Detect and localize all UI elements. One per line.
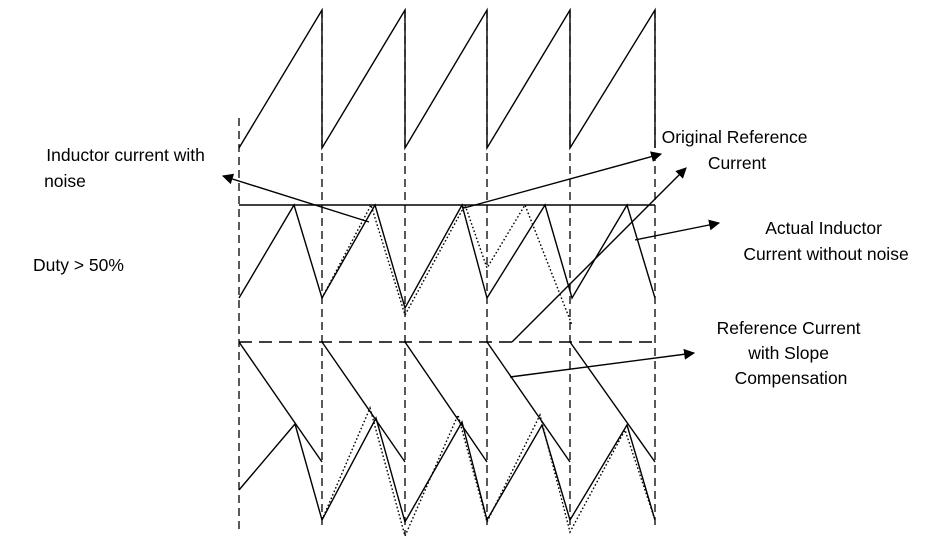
sawtooth-ramp	[238, 7, 656, 151]
label-slope-reference-line1: Reference Current	[717, 318, 861, 338]
inductor-current-clean	[238, 203, 656, 310]
label-slope-reference: Reference Current with Slope Compensatio…	[717, 318, 866, 388]
arrow-slope-reference-baseline	[511, 167, 687, 343]
label-inductor-noise: Inductor current with noise	[44, 145, 210, 191]
label-original-reference-line2: Current	[708, 153, 766, 173]
comp-ramp-3	[404, 341, 488, 463]
period-markers	[238, 10, 656, 535]
label-inductor-noise-line2: noise	[44, 171, 86, 191]
arrow-original-reference	[463, 151, 663, 209]
label-actual-inductor-line1: Actual Inductor	[765, 218, 882, 238]
slope-compensated-reference	[238, 341, 656, 463]
label-inductor-noise-line1: Inductor current with	[46, 145, 205, 165]
label-duty: Duty > 50%	[33, 255, 124, 275]
arrow-inductor-noise	[221, 173, 370, 223]
inductor-current-compensated	[238, 416, 656, 524]
annotation-arrows	[221, 151, 721, 378]
label-actual-inductor-line2: Current without noise	[743, 244, 908, 264]
label-original-reference: Original Reference Current	[662, 127, 813, 173]
comp-ramp-2	[321, 341, 406, 463]
label-actual-inductor: Actual Inductor Current without noise	[743, 218, 908, 264]
comp-ramp-4	[486, 341, 571, 463]
arrow-actual-inductor	[634, 219, 721, 241]
arrow-slope-reference	[509, 348, 696, 378]
comp-ramp-1	[238, 341, 323, 463]
label-slope-reference-line3: Compensation	[735, 368, 848, 388]
label-slope-reference-line2: with Slope	[747, 343, 829, 363]
label-original-reference-line1: Original Reference	[662, 127, 808, 147]
comp-ramp-5	[569, 341, 656, 463]
